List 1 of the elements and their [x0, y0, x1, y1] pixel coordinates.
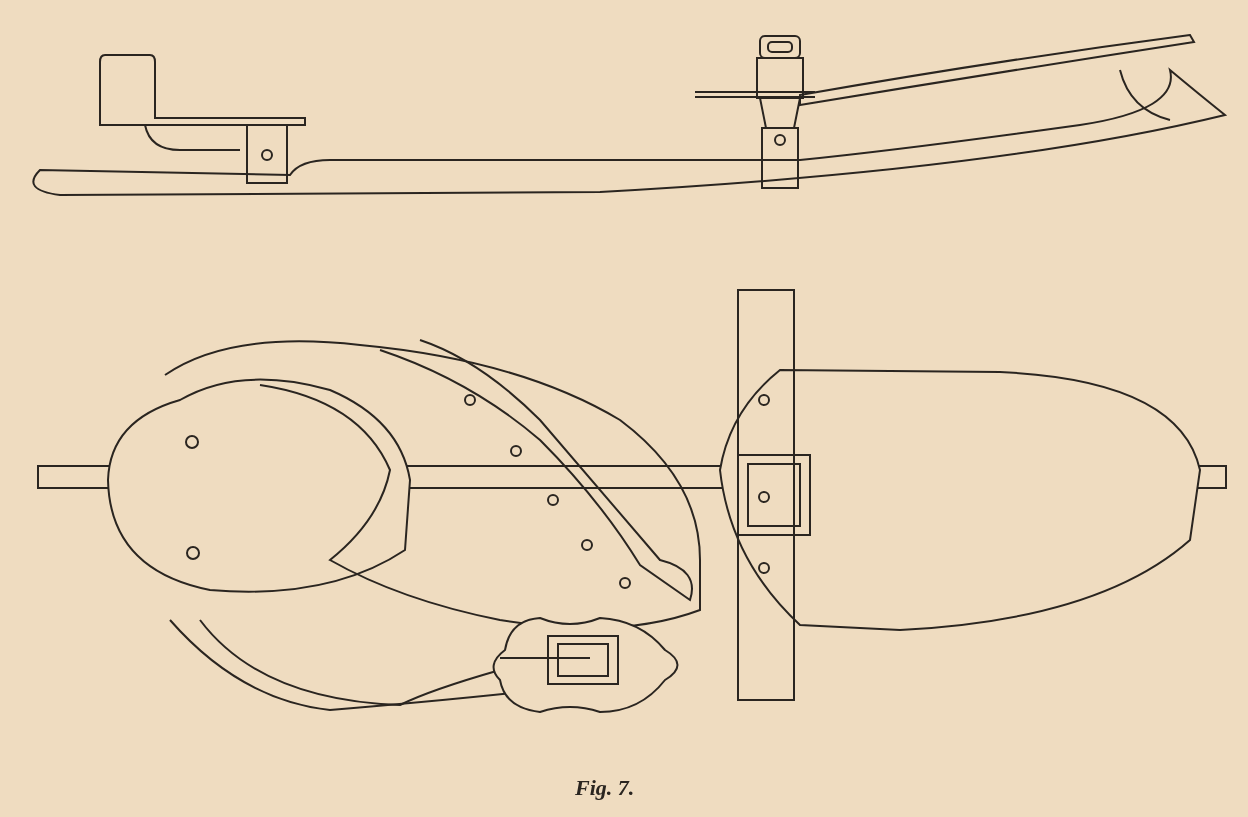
figure-caption: Fig. 7.: [575, 775, 635, 801]
